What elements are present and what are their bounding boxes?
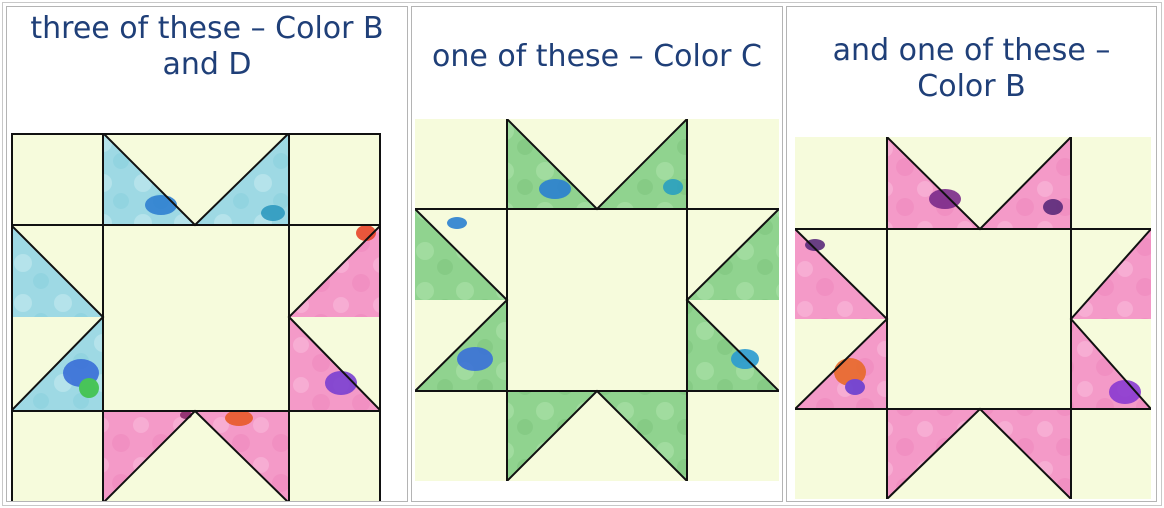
caption-one-block-color-c: one of these – Color C bbox=[412, 7, 782, 75]
table-cell-three-blocks: three of these – Color B and D bbox=[6, 6, 408, 502]
table-cell-one-block-color-c: one of these – Color C bbox=[411, 6, 783, 502]
star-block-pink-image bbox=[795, 137, 1151, 499]
star-block-pink-blue-image bbox=[11, 133, 381, 502]
caption-one-block-color-b: and one of these – Color B bbox=[787, 7, 1156, 105]
star-block-green-image bbox=[415, 119, 779, 481]
table-cell-one-block-color-b: and one of these – Color B bbox=[786, 6, 1157, 502]
caption-three-blocks: three of these – Color B and D bbox=[7, 7, 407, 83]
